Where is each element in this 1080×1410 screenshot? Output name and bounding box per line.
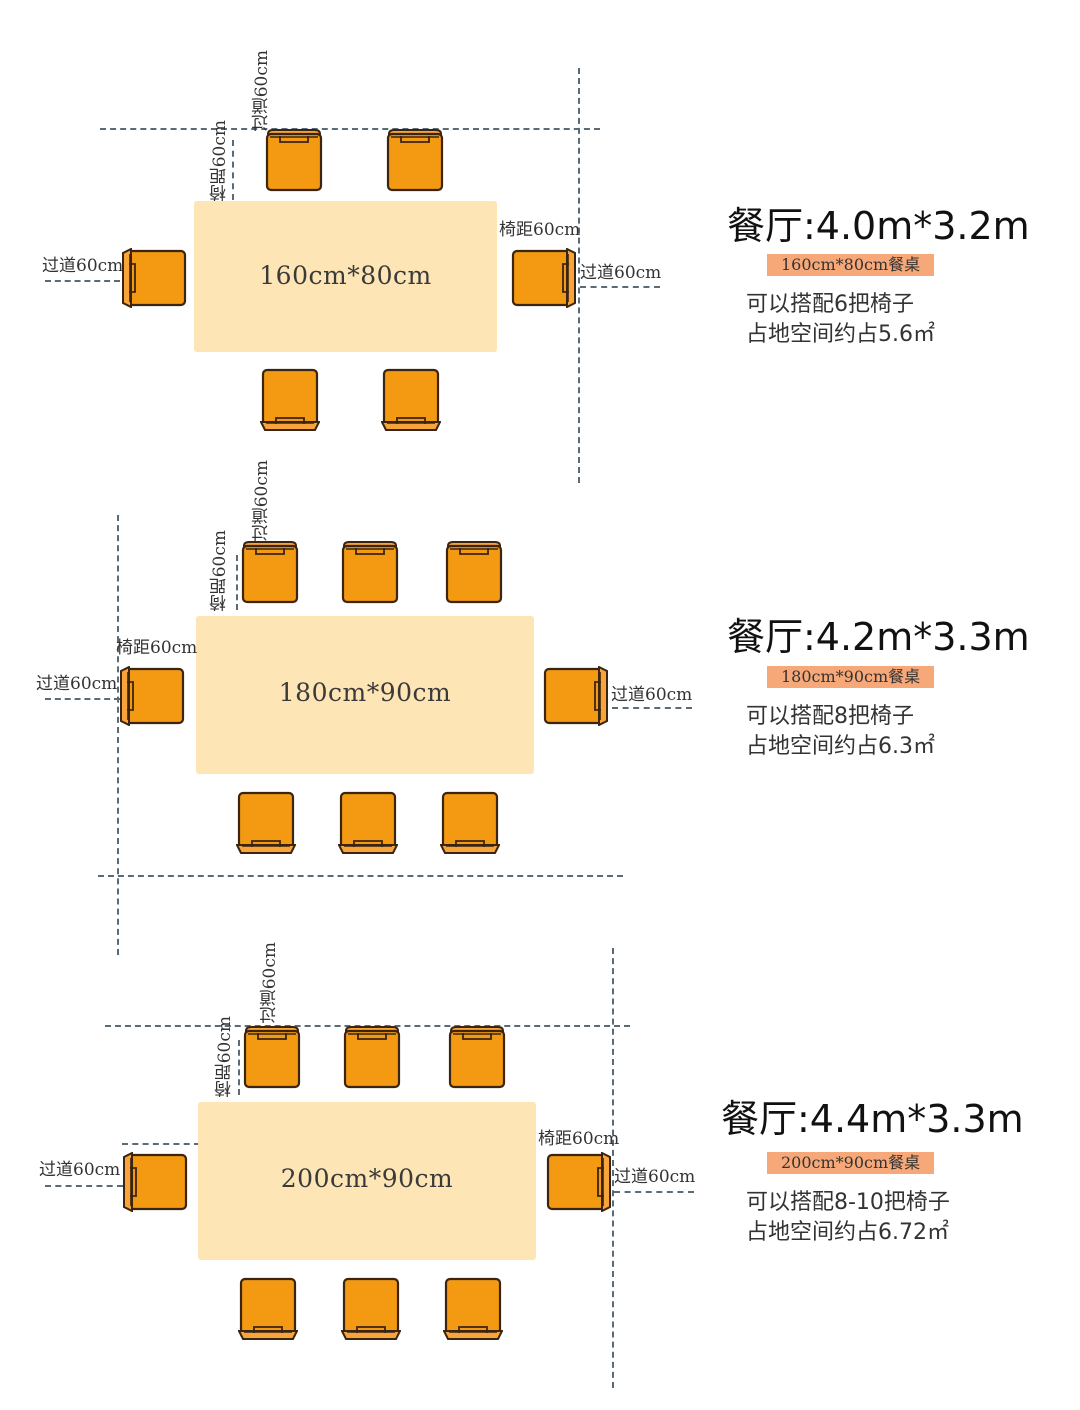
chair-gap-label: 椅距60cm [538, 1129, 620, 1149]
chair-icon [443, 1277, 503, 1341]
chair-gap-label: 椅距60cm [210, 120, 230, 202]
dining-table: 200cm*90cm [198, 1102, 536, 1260]
room-size-title: 餐厅:4.2m*3.3m [727, 615, 1030, 659]
chair-icon [341, 540, 399, 604]
room-size-title: 餐厅:4.0m*3.2m [727, 204, 1030, 248]
chair-icon [238, 1277, 298, 1341]
table-size-badge: 200cm*90cm餐桌 [767, 1152, 935, 1174]
dashed-guide [612, 707, 692, 709]
chair-icon [448, 1025, 506, 1089]
dashed-guide [117, 515, 119, 955]
dashed-guide [612, 948, 614, 1388]
dining-table: 160cm*80cm [194, 201, 497, 352]
chair-icon [338, 791, 398, 855]
aisle-label: 过道60cm [39, 1160, 121, 1180]
dashed-guide [100, 128, 600, 130]
chair-icon [440, 791, 500, 855]
dashed-guide [580, 286, 660, 288]
chair-icon [236, 791, 296, 855]
chair-icon [543, 666, 609, 726]
chair-icon [546, 1152, 612, 1212]
chair-icon [381, 368, 441, 432]
area-text: 占地空间约占5.6㎡ [746, 322, 935, 347]
chair-count-text: 可以搭配6把椅子 [746, 292, 914, 317]
dashed-guide [232, 140, 234, 200]
chair-count-text: 可以搭配8-10把椅子 [746, 1190, 950, 1215]
dashed-guide [45, 698, 120, 700]
chair-icon [122, 1152, 188, 1212]
chair-icon [260, 368, 320, 432]
aisle-label: 过道60cm [42, 256, 124, 276]
table-size-label: 180cm*90cm [278, 678, 452, 707]
dashed-guide [45, 280, 120, 282]
chair-icon [386, 128, 444, 192]
aisle-label: 过道60cm [611, 685, 693, 705]
dashed-guide [122, 1143, 200, 1145]
table-size-badge: 160cm*80cm餐桌 [767, 254, 935, 276]
table-size-badge: 180cm*90cm餐桌 [767, 666, 935, 688]
chair-icon [265, 128, 323, 192]
dashed-guide [614, 1191, 694, 1193]
chair-icon [119, 666, 185, 726]
dashed-guide [98, 875, 623, 877]
aisle-label: 过道60cm [614, 1167, 696, 1187]
dashed-guide [578, 68, 580, 483]
chair-gap-label: 椅距60cm [210, 530, 230, 612]
chair-gap-label: 椅距60cm [215, 1016, 235, 1098]
table-size-label: 200cm*90cm [280, 1164, 454, 1193]
chair-icon [445, 540, 503, 604]
table-size-label: 160cm*80cm [259, 261, 432, 290]
chair-icon [341, 1277, 401, 1341]
chair-icon [241, 540, 299, 604]
room-size-title: 餐厅:4.4m*3.3m [721, 1097, 1024, 1141]
chair-count-text: 可以搭配8把椅子 [746, 704, 914, 729]
chair-icon [511, 248, 577, 308]
aisle-label: 过道60cm [252, 460, 272, 542]
area-text: 占地空间约占6.72㎡ [746, 1220, 949, 1245]
aisle-label: 过道60cm [36, 674, 118, 694]
aisle-label: 过道60cm [252, 50, 272, 132]
chair-gap-label: 椅距60cm [499, 220, 581, 240]
chair-icon [343, 1025, 401, 1089]
aisle-label: 过道60cm [260, 942, 280, 1024]
dining-table: 180cm*90cm [196, 616, 534, 774]
aisle-label: 过道60cm [580, 263, 662, 283]
chair-icon [243, 1025, 301, 1089]
chair-gap-label: 椅距60cm [116, 638, 198, 658]
dashed-guide [238, 1040, 240, 1095]
area-text: 占地空间约占6.3㎡ [746, 734, 935, 759]
dashed-guide [45, 1185, 123, 1187]
dashed-guide [236, 555, 238, 610]
chair-icon [121, 248, 187, 308]
